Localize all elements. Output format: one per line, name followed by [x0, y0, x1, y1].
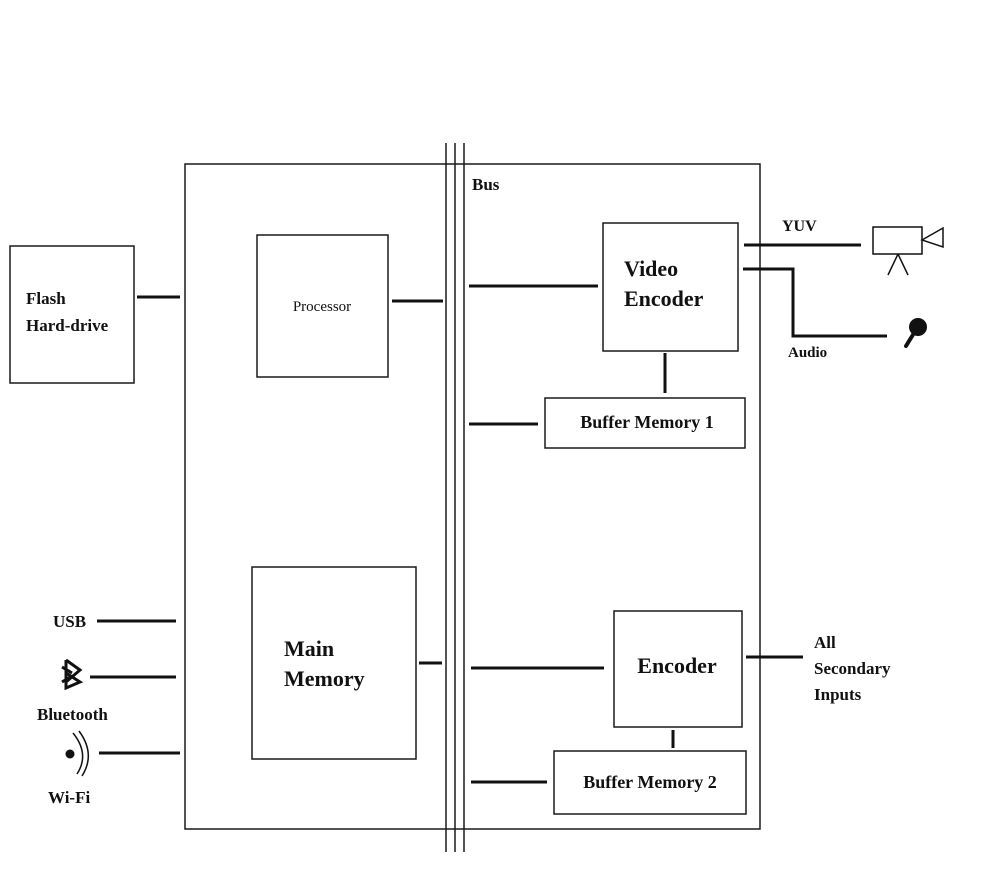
main-memory-box [251, 566, 417, 760]
secondary-inputs-line2: Secondary [814, 659, 891, 678]
main-memory-label-line2: Memory [284, 666, 365, 691]
video-encoder-block: Video Encoder [602, 222, 739, 352]
buffer-memory-2-box [553, 750, 747, 815]
processor-box [256, 234, 389, 378]
bluetooth-icon [61, 658, 84, 691]
wifi-label: Wi-Fi [48, 788, 90, 807]
storage-label-line1: Flash [26, 289, 66, 308]
buffer-memory-1-block: Buffer Memory 1 [544, 397, 746, 449]
buffer-memory-1-label: Buffer Memory 1 [580, 412, 714, 432]
video-encoder-box [602, 222, 739, 352]
processor-label: Processor [293, 299, 351, 315]
encoder-block: Encoder [613, 610, 743, 728]
encoder-label: Encoder [637, 653, 717, 678]
audio-connector [743, 267, 887, 338]
usb-label: USB [53, 612, 86, 631]
processor-block: Processor [256, 234, 389, 378]
video-encoder-label-line1: Video [624, 256, 678, 281]
bus-label: Bus [472, 175, 500, 194]
storage-label-line2: Hard-drive [26, 316, 109, 335]
bus [445, 143, 465, 852]
video-encoder-label-line2: Encoder [624, 286, 704, 311]
video-camera-icon [872, 226, 944, 276]
system-frame [184, 163, 761, 830]
wifi-icon [65, 730, 89, 777]
microphone-icon [904, 318, 927, 348]
storage-block: Flash Hard-drive [9, 245, 135, 384]
buffer-memory-2-block: Buffer Memory 2 [553, 750, 747, 815]
encoder-box [613, 610, 743, 728]
secondary-inputs-line3: Inputs [814, 685, 862, 704]
buffer-memory-2-label: Buffer Memory 2 [583, 772, 717, 792]
buffer-memory-1-box [544, 397, 746, 449]
bluetooth-label: Bluetooth [37, 705, 108, 724]
storage-box [9, 245, 135, 384]
audio-label: Audio [788, 345, 827, 361]
yuv-label: YUV [782, 218, 817, 235]
main-memory-block: Main Memory [251, 566, 417, 760]
main-memory-label-line1: Main [284, 636, 334, 661]
secondary-inputs-line1: All [814, 633, 836, 652]
